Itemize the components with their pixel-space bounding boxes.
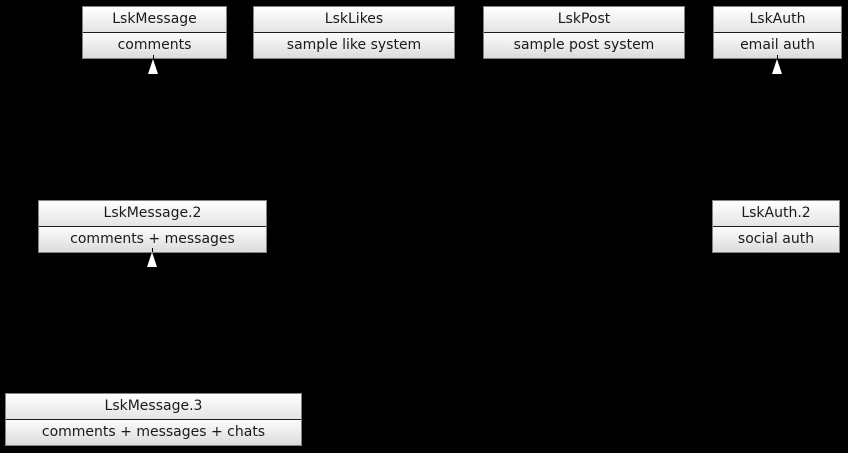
node-subtitle: email auth (714, 33, 841, 58)
node-lskmessage-3: LskMessage.3 comments + messages + chats (5, 393, 302, 446)
inheritance-arrowhead-lskmessage2-to-lskmessage (148, 59, 158, 74)
node-subtitle: comments + messages + chats (6, 420, 301, 445)
node-title: LskMessage (83, 7, 226, 33)
node-subtitle: social auth (713, 227, 839, 252)
node-lskmessage: LskMessage comments (82, 6, 227, 59)
inheritance-arrowhead-lskauth2-to-lskauth (772, 59, 782, 74)
edge-line-tick (152, 248, 153, 252)
inheritance-arrowhead-lskmessage3-to-lskmessage2 (147, 252, 157, 267)
node-subtitle: comments + messages (39, 227, 266, 252)
edge-line-tick (777, 55, 778, 59)
node-title: LskAuth (714, 7, 841, 33)
node-lskpost: LskPost sample post system (483, 6, 685, 59)
node-subtitle: sample like system (254, 33, 454, 58)
node-title: LskMessage.2 (39, 201, 266, 227)
node-title: LskLikes (254, 7, 454, 33)
node-lskmessage-2: LskMessage.2 comments + messages (38, 200, 267, 253)
node-title: LskMessage.3 (6, 394, 301, 420)
node-lsklikes: LskLikes sample like system (253, 6, 455, 59)
node-lskauth-2: LskAuth.2 social auth (712, 200, 840, 253)
node-title: LskPost (484, 7, 684, 33)
node-subtitle: sample post system (484, 33, 684, 58)
node-lskauth: LskAuth email auth (713, 6, 842, 59)
edge-line-tick (153, 55, 154, 59)
node-subtitle: comments (83, 33, 226, 58)
node-title: LskAuth.2 (713, 201, 839, 227)
